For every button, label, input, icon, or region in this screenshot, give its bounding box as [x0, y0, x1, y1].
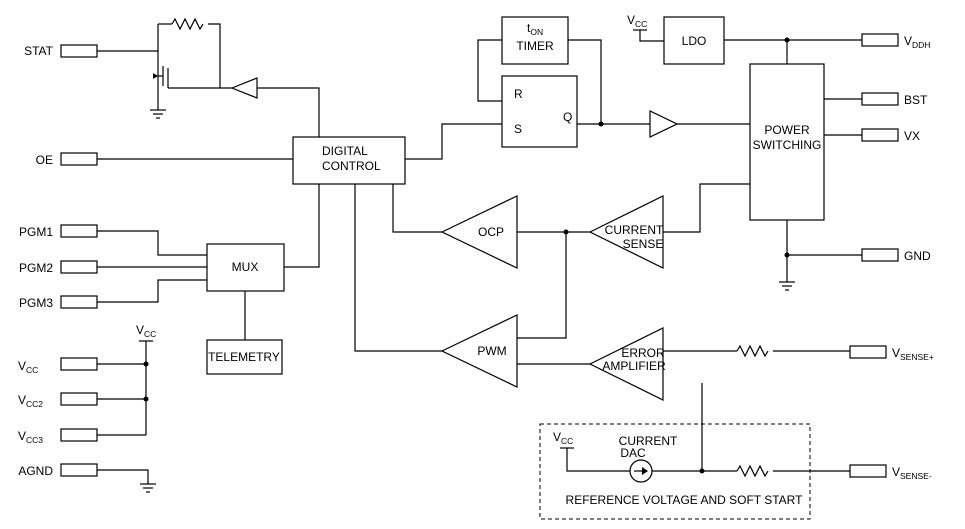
pin-gnd: GND	[861, 248, 931, 263]
pin-pgm2: PGM2	[19, 260, 98, 275]
junction-dot	[784, 252, 790, 258]
current-sense-label-1: CURRENT	[605, 223, 664, 237]
ocp-label: OCP	[478, 225, 504, 239]
pin-vcc2: VCC2	[18, 392, 98, 409]
current-sense-amplifier: CURRENT SENSE	[588, 195, 664, 269]
vsense-minus-resistor	[736, 464, 769, 478]
pin-agnd-label: AGND	[18, 464, 53, 478]
vcc-rail-left: VCC	[97, 323, 156, 436]
power-switching-block: POWER SWITCHING	[749, 63, 825, 221]
mux-label: MUX	[232, 260, 259, 274]
pin-vsense-plus: VSENSE+	[849, 345, 934, 362]
error-amplifier-label-2: AMPLIFIER	[602, 359, 666, 373]
vcc-supply-label-ldo: VCC	[627, 13, 647, 29]
latch-s-label: S	[514, 122, 522, 136]
current-dac-source: CURRENT DAC	[619, 434, 678, 483]
current-dac-label-2: DAC	[620, 446, 646, 460]
pin-pgm3-label: PGM3	[19, 296, 53, 310]
power-switching-label-2: SWITCHING	[753, 138, 822, 152]
pin-vddh-label: VDDH	[904, 34, 930, 50]
agnd-ground	[97, 469, 156, 493]
ground-symbol-power	[779, 281, 795, 291]
nmos-transistor	[153, 66, 232, 110]
pin-vcc3-label: VCC3	[18, 429, 43, 445]
ldo-label: LDO	[682, 34, 707, 48]
pin-pgm1-label: PGM1	[19, 225, 53, 239]
pin-pgm1: PGM1	[19, 224, 98, 239]
pin-stat: STAT	[24, 44, 98, 58]
digital-control-label-1: DIGITAL	[322, 144, 368, 158]
ton-timer-label: TIMER	[516, 39, 554, 53]
pin-pgm3: PGM3	[19, 295, 98, 310]
junction-dot	[598, 121, 604, 127]
pin-bst: BST	[861, 92, 928, 107]
digital-control-block: DIGITAL CONTROL	[292, 136, 406, 185]
latch-q-label: Q	[563, 110, 572, 124]
pin-vsense-plus-label: VSENSE+	[892, 346, 934, 362]
digital-control-label-2: CONTROL	[322, 159, 381, 173]
junction-dot	[143, 396, 149, 402]
pin-bst-label: BST	[904, 93, 928, 107]
pin-vcc2-label: VCC2	[18, 393, 43, 409]
pin-gnd-label: GND	[904, 249, 931, 263]
power-switching-label-1: POWER	[764, 123, 810, 137]
stat-circuit	[97, 17, 320, 137]
pin-vx: VX	[861, 128, 920, 143]
vsense-plus-resistor	[736, 344, 769, 358]
pin-pgm2-label: PGM2	[19, 261, 53, 275]
mux-block: MUX	[206, 243, 285, 292]
error-amplifier: ERROR AMPLIFIER	[588, 327, 666, 401]
pin-oe: OE	[36, 152, 98, 167]
ton-timer-label-top: tON	[527, 21, 543, 37]
pin-vx-label: VX	[904, 129, 920, 143]
latch-r-label: R	[514, 87, 523, 101]
current-sense-label-2: SENSE	[623, 237, 664, 251]
pin-vcc-label: VCC	[18, 359, 38, 375]
vcc-supply-ldo: VCC	[627, 13, 664, 42]
stat-buffer	[230, 77, 258, 99]
ldo-block: LDO	[663, 16, 725, 65]
pwm-comparator: PWM	[440, 314, 518, 388]
pin-stat-label: STAT	[24, 44, 54, 58]
pwm-label: PWM	[477, 344, 506, 358]
telemetry-block: TELEMETRY	[206, 339, 283, 375]
telemetry-label: TELEMETRY	[208, 350, 280, 364]
pin-vcc3: VCC3	[18, 428, 98, 445]
reference-label: REFERENCE VOLTAGE AND SOFT START	[566, 493, 804, 507]
vcc-supply-label-dac: VCC	[553, 430, 573, 446]
junction-dot	[143, 361, 149, 367]
ocp-amplifier: OCP	[440, 195, 518, 269]
pin-vsense-minus-label: VSENSE-	[892, 465, 932, 481]
junction-dot	[699, 468, 705, 474]
gate-driver-buffer	[649, 110, 679, 138]
pullup-resistor	[171, 17, 204, 31]
pin-agnd: AGND	[18, 463, 98, 478]
pin-vcc: VCC	[18, 357, 98, 375]
ton-timer-block: tON TIMER	[501, 16, 569, 65]
ground-symbol-stat	[150, 109, 166, 119]
pin-oe-label: OE	[36, 153, 53, 167]
vcc-supply-label-left: VCC	[136, 323, 156, 339]
pin-vsense-minus: VSENSE-	[849, 464, 932, 481]
error-amplifier-label-1: ERROR	[621, 346, 665, 360]
current-dac-label-1: CURRENT	[619, 434, 678, 448]
vcc-supply-dac: VCC	[553, 430, 630, 472]
sr-latch-block: R S Q	[501, 75, 578, 148]
pin-vddh: VDDH	[861, 33, 930, 50]
